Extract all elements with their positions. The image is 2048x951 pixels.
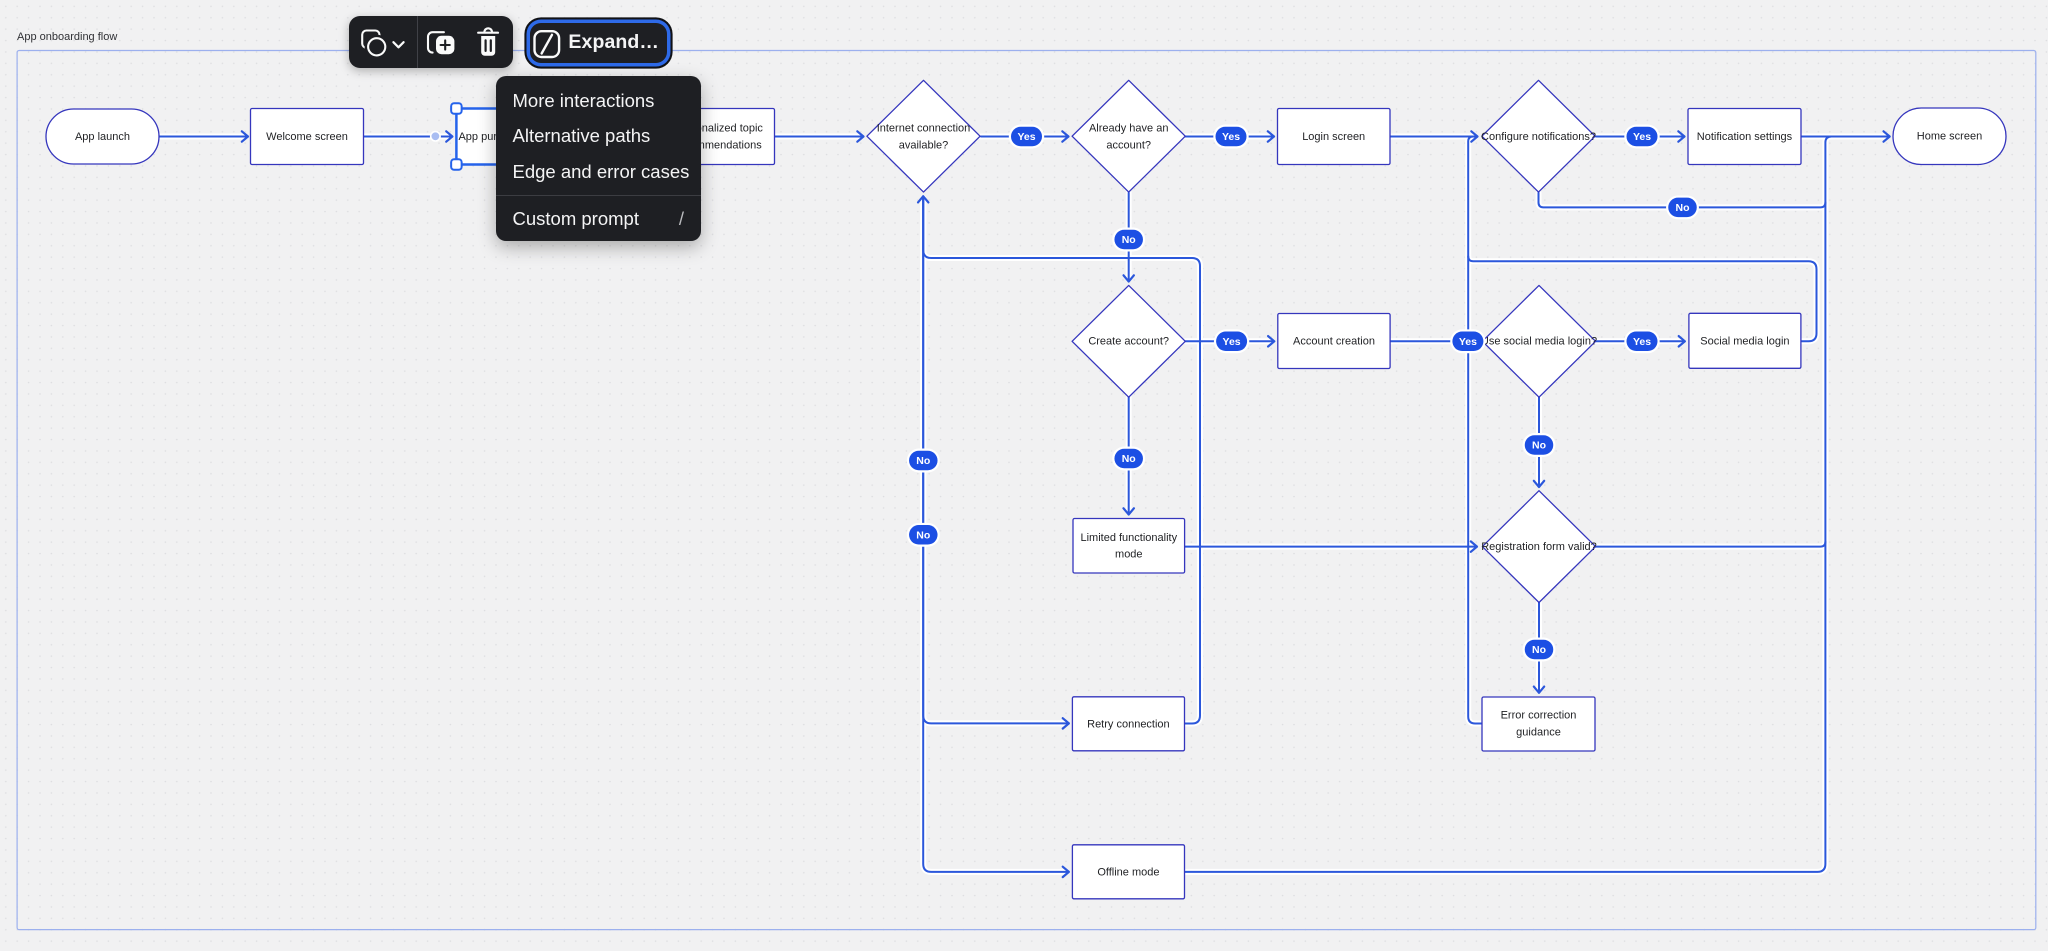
svg-text:Offline mode: Offline mode [1097, 866, 1159, 878]
svg-text:App launch: App launch [75, 131, 130, 143]
svg-text:Login screen: Login screen [1302, 131, 1365, 143]
svg-text:Yes: Yes [1222, 131, 1240, 143]
svg-text:Registration form valid?: Registration form valid? [1481, 541, 1597, 553]
svg-text:No: No [1122, 234, 1136, 246]
svg-text:Internet connection: Internet connection [877, 123, 971, 135]
svg-text:Home screen: Home screen [1917, 131, 1982, 143]
svg-text:No: No [916, 529, 930, 541]
svg-text:Yes: Yes [1223, 336, 1241, 348]
svg-text:Configure notifications?: Configure notifications? [1481, 131, 1596, 143]
svg-text:Account creation: Account creation [1293, 336, 1375, 348]
svg-text:mode: mode [1115, 549, 1143, 561]
svg-text:Social media login: Social media login [1700, 335, 1789, 347]
svg-text:Notification settings: Notification settings [1697, 131, 1793, 143]
svg-text:Welcome screen: Welcome screen [266, 131, 348, 143]
svg-text:available?: available? [899, 139, 949, 151]
svg-text:Limited functionality: Limited functionality [1080, 532, 1177, 544]
svg-text:Yes: Yes [1633, 336, 1651, 348]
svg-text:No: No [1532, 440, 1546, 452]
svg-text:Error correction: Error correction [1501, 710, 1577, 722]
svg-text:No: No [1676, 202, 1690, 214]
svg-text:guidance: guidance [1516, 726, 1561, 738]
svg-text:Already have an: Already have an [1089, 123, 1169, 135]
svg-text:Yes: Yes [1459, 336, 1477, 348]
svg-text:Use social media login?: Use social media login? [1481, 336, 1597, 348]
svg-text:Yes: Yes [1633, 131, 1651, 143]
svg-text:account?: account? [1106, 139, 1151, 151]
svg-text:No: No [1532, 644, 1546, 656]
svg-text:No: No [916, 455, 930, 467]
svg-text:Yes: Yes [1017, 131, 1035, 143]
svg-text:Create account?: Create account? [1088, 336, 1169, 348]
svg-text:No: No [1122, 453, 1136, 465]
svg-text:Retry connection: Retry connection [1087, 718, 1170, 730]
